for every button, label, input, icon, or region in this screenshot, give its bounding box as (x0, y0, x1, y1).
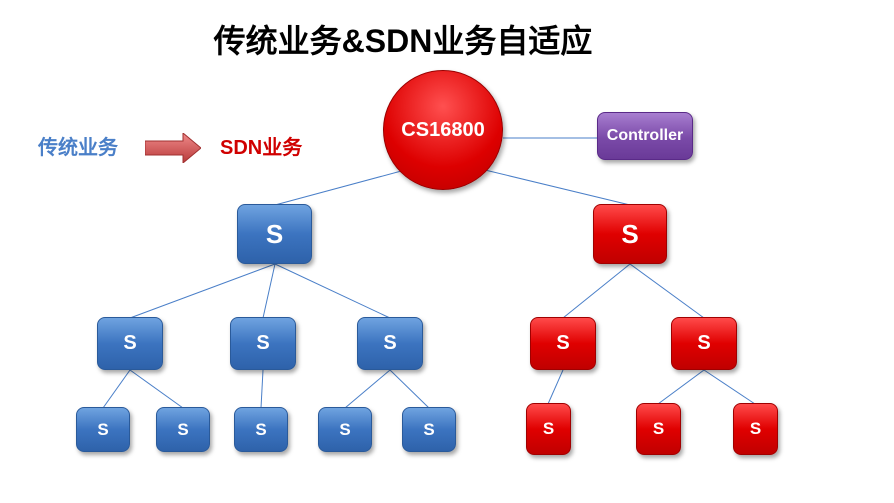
link (344, 369, 391, 409)
link (260, 369, 264, 409)
switch-blue-l2[interactable]: S (357, 317, 423, 370)
switch-red-l3[interactable]: S (636, 403, 681, 455)
link (262, 263, 276, 319)
switch-blue-l3[interactable]: S (76, 407, 130, 452)
link (562, 263, 631, 319)
switch-red-l1[interactable]: S (593, 204, 667, 264)
link (389, 369, 430, 409)
legend-traditional-service: 传统业务 (38, 137, 118, 159)
page-title: 传统业务&SDN业务自适应 (213, 23, 593, 59)
switch-blue-l3[interactable]: S (402, 407, 456, 452)
core-switch-cs16800[interactable]: CS16800 (383, 70, 503, 190)
switch-red-l2[interactable]: S (671, 317, 737, 370)
link (102, 369, 131, 409)
switch-blue-l3[interactable]: S (318, 407, 372, 452)
link (657, 369, 705, 405)
switch-blue-l2[interactable]: S (230, 317, 296, 370)
switch-blue-l2[interactable]: S (97, 317, 163, 370)
switch-blue-l3[interactable]: S (234, 407, 288, 452)
sdn-controller[interactable]: Controller (597, 112, 693, 160)
link-core-red (484, 169, 631, 206)
legend-sdn-service: SDN业务 (220, 137, 303, 159)
link (629, 263, 705, 319)
switch-red-l3[interactable]: S (526, 403, 571, 455)
switch-red-l2[interactable]: S (530, 317, 596, 370)
right-arrow-icon (145, 133, 201, 163)
switch-red-l3[interactable]: S (733, 403, 778, 455)
link (703, 369, 756, 405)
link (274, 263, 391, 319)
switch-blue-l1[interactable]: S (237, 204, 312, 264)
link (129, 263, 276, 319)
link (547, 369, 564, 405)
link-core-blue (274, 169, 406, 206)
switch-blue-l3[interactable]: S (156, 407, 210, 452)
link (129, 369, 184, 409)
